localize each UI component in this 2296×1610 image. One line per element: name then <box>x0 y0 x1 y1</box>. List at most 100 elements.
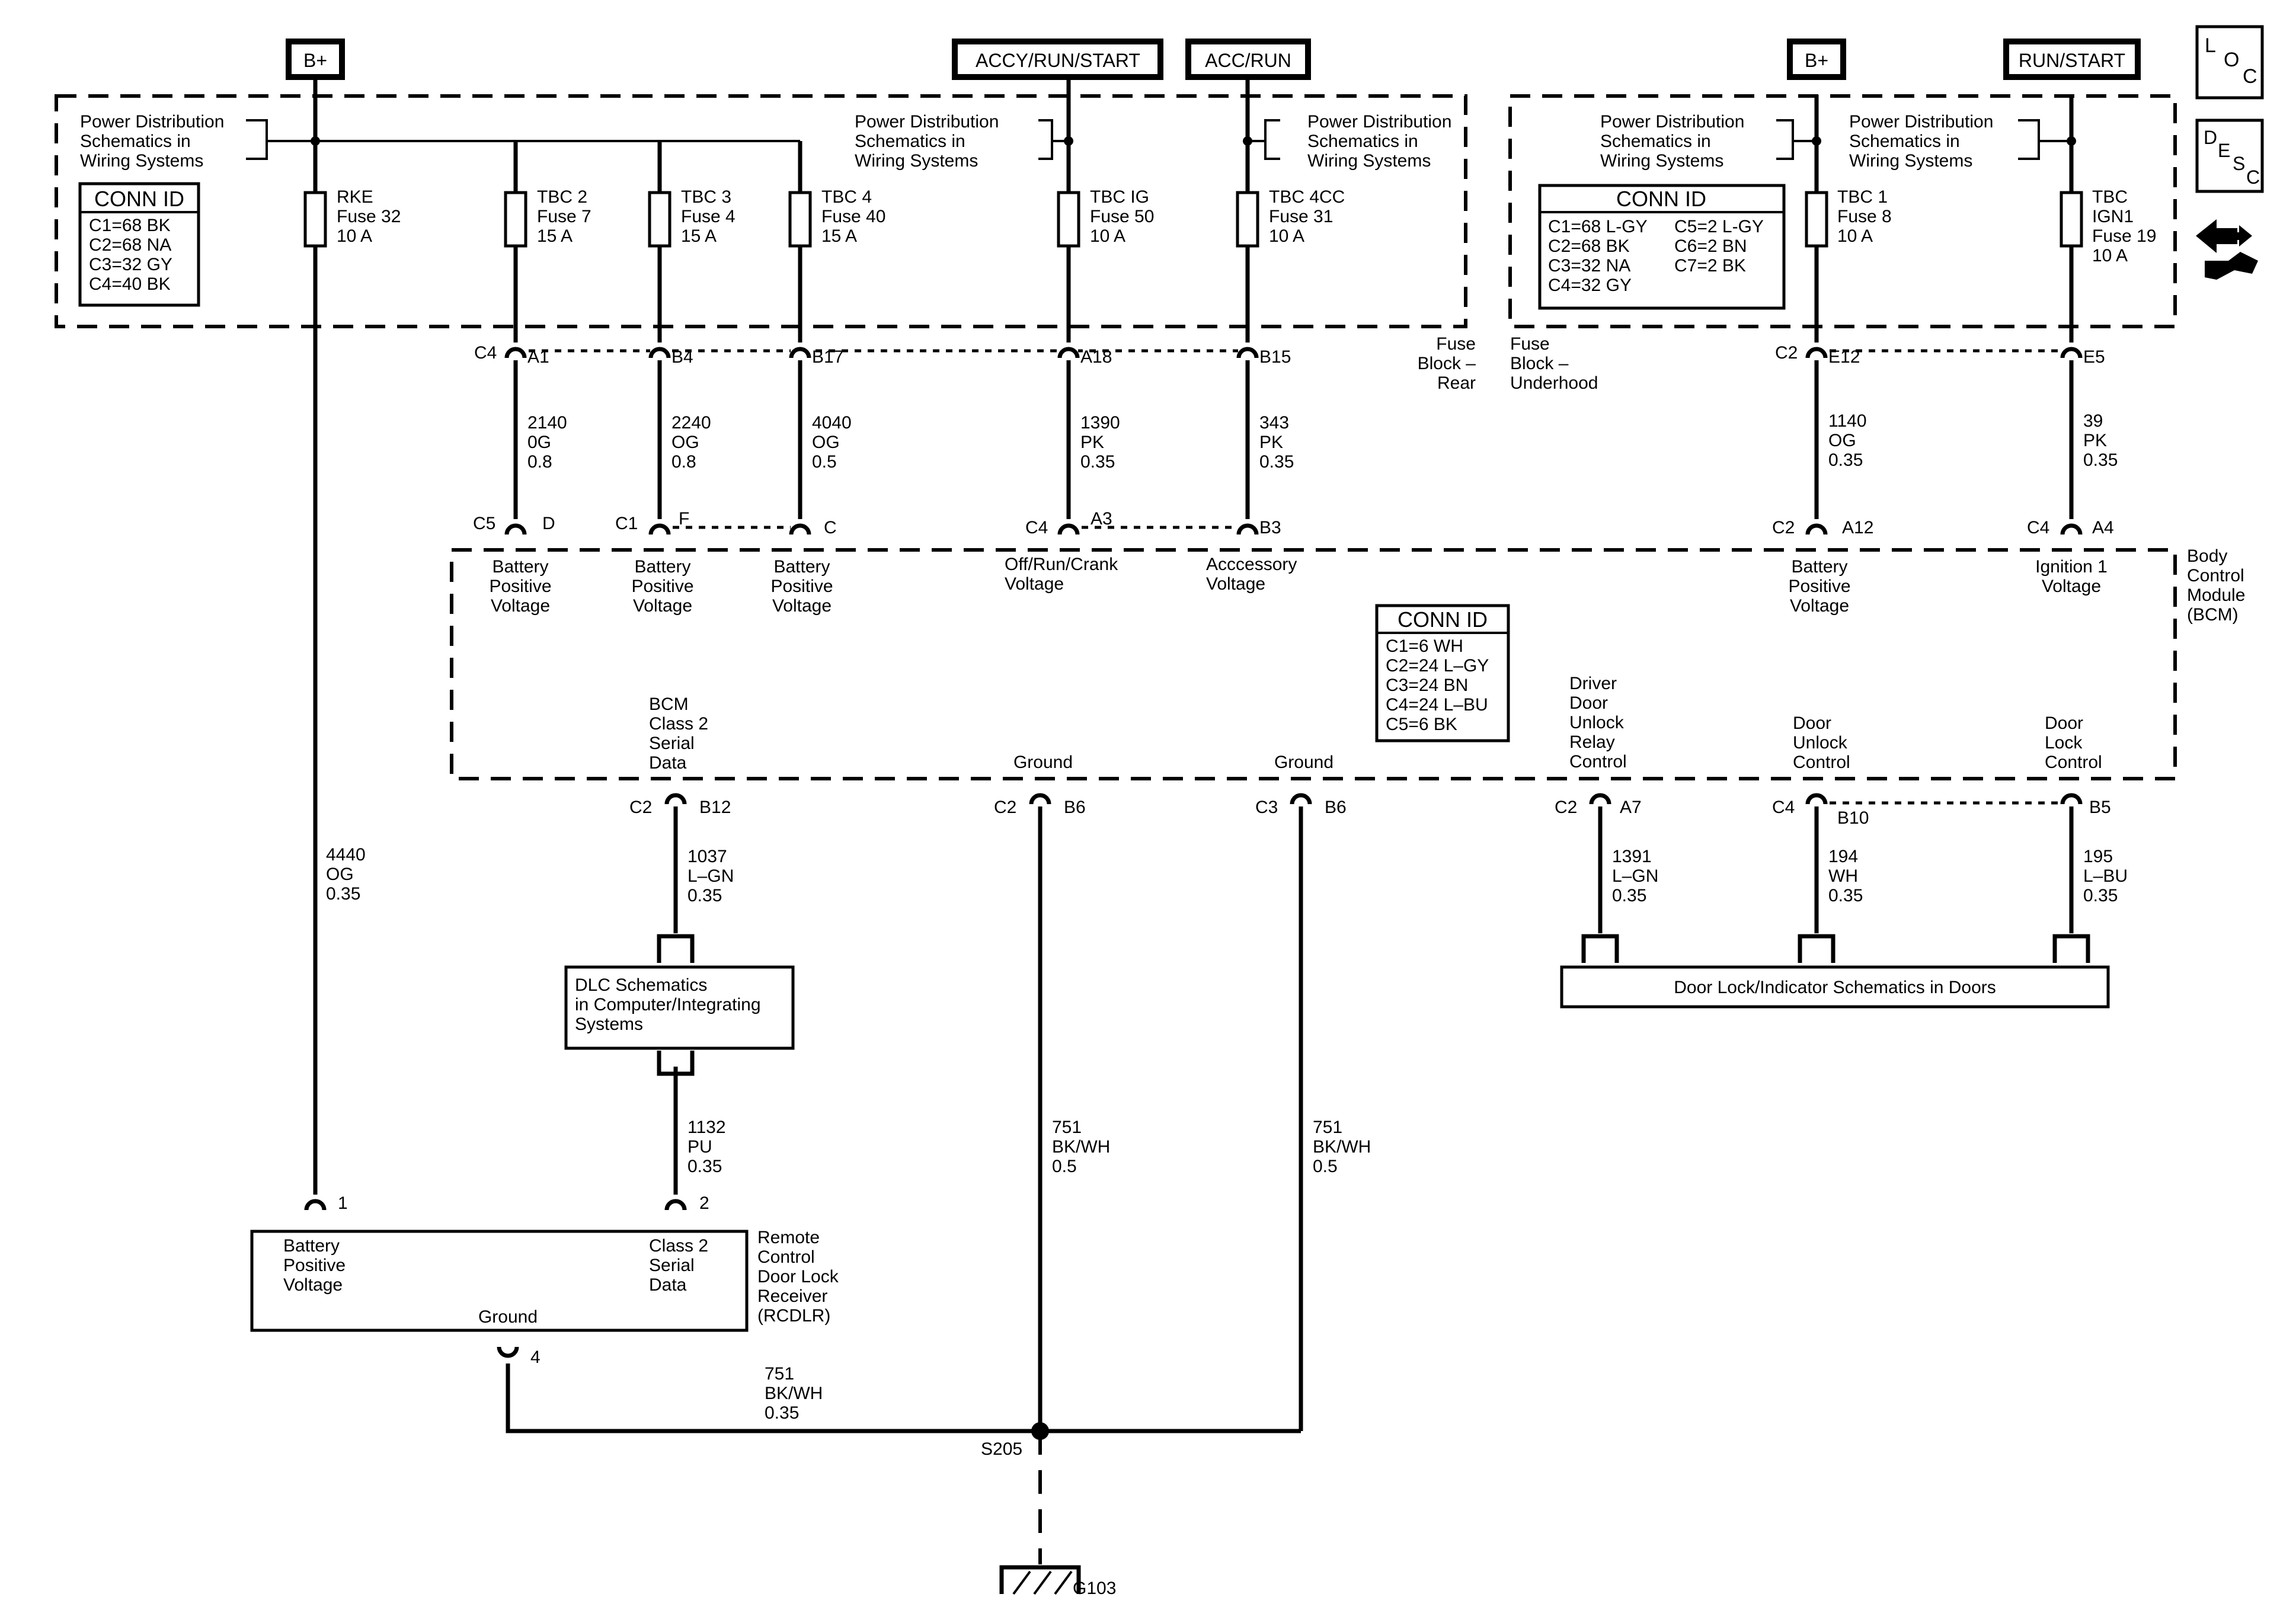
svg-text:Fuse 8: Fuse 8 <box>1837 207 1892 226</box>
svg-text:10 A: 10 A <box>337 226 372 246</box>
rcdlr-pin-2: 2 <box>699 1193 709 1213</box>
desc-icon[interactable]: D E S C <box>2195 119 2264 193</box>
connector-cup <box>664 793 687 805</box>
svg-text:C1=6 WH: C1=6 WH <box>1386 636 1463 656</box>
svg-text:C5=6 BK: C5=6 BK <box>1386 715 1457 734</box>
svg-text:Door Lock/Indicator Schematics: Door Lock/Indicator Schematics in Doors <box>1674 978 1996 997</box>
svg-text:B10: B10 <box>1837 808 1869 828</box>
svg-text:CONN ID: CONN ID <box>94 187 184 211</box>
svg-text:10 A: 10 A <box>1269 226 1304 246</box>
connector-cup <box>1057 347 1080 359</box>
svg-text:C3=32 NA: C3=32 NA <box>1548 256 1630 276</box>
svg-text:C1: C1 <box>615 514 638 533</box>
loc-icon[interactable]: L O C <box>2195 25 2264 100</box>
svg-text:RUN/START: RUN/START <box>2019 50 2125 71</box>
pin-b15: B15 <box>1259 347 1291 367</box>
bracket-195 <box>2052 934 2090 963</box>
bracket-dlc-bottom <box>657 1051 695 1076</box>
fuse-tbc-4cc: TBC 4CC Fuse 31 10 A <box>1236 187 1345 248</box>
svg-text:CONN ID: CONN ID <box>1616 187 1706 211</box>
svg-text:C4: C4 <box>2027 518 2049 537</box>
connector-cup <box>1589 793 1611 805</box>
fuse-rke: RKE Fuse 32 10 A <box>303 187 401 248</box>
svg-text:C4=24 L–BU: C4=24 L–BU <box>1386 695 1488 715</box>
bracket-dlc-top <box>657 934 695 963</box>
connector-cup <box>1236 523 1259 535</box>
svg-text:C2: C2 <box>1555 798 1577 817</box>
pin-e5: E5 <box>2083 347 2105 367</box>
ground-g103-label: G103 <box>1073 1579 1116 1598</box>
pin-e12: E12 <box>1828 347 1860 367</box>
rcdlr-pin-4: 4 <box>530 1347 541 1367</box>
bcm-boundary <box>450 548 2177 780</box>
svg-text:C4=32 GY: C4=32 GY <box>1548 276 1632 295</box>
svg-text:C5=2 L-GY: C5=2 L-GY <box>1674 217 1764 236</box>
wrench-diagnostic-icon[interactable] <box>2196 219 2258 280</box>
connector-cup <box>1057 523 1080 535</box>
svg-text:C: C <box>824 518 837 537</box>
svg-text:TBC 4: TBC 4 <box>821 187 872 207</box>
svg-text:C2: C2 <box>1772 518 1795 537</box>
svg-text:TBC 1: TBC 1 <box>1837 187 1888 207</box>
rcdlr-connectors <box>304 1195 687 1363</box>
connector-cup <box>504 523 527 535</box>
pin-a18: A18 <box>1080 347 1112 367</box>
tag-run-start: RUN/START <box>2003 39 2141 80</box>
svg-text:TBC IG: TBC IG <box>1090 187 1149 207</box>
svg-text:B12: B12 <box>699 798 731 817</box>
svg-text:B+: B+ <box>303 50 327 71</box>
connector-cup <box>648 347 671 359</box>
svg-text:15 A: 15 A <box>681 226 717 246</box>
svg-text:D: D <box>2204 127 2217 148</box>
conn-id-fuse-block-underhood: CONN ID C1=68 L-GY C2=68 BK C3=32 NA C4=… <box>1538 184 1786 310</box>
connector-cup <box>2060 347 2083 359</box>
bcm-bottom-connectors <box>664 789 2083 806</box>
svg-text:C4: C4 <box>1772 798 1795 817</box>
bcm-ground-2: Ground <box>1274 753 1334 772</box>
ground-g103-icon <box>999 1565 1081 1595</box>
svg-text:15 A: 15 A <box>821 226 857 246</box>
door-lock-schematics-ref[interactable]: Door Lock/Indicator Schematics in Doors <box>1560 965 2110 1009</box>
connector-cup <box>504 347 527 359</box>
fuse-block-underhood-boundary <box>1508 94 2177 328</box>
splice-s205-label: S205 <box>981 1439 1022 1459</box>
connector-cup <box>789 347 811 359</box>
svg-text:C1=68 L-GY: C1=68 L-GY <box>1548 217 1648 236</box>
svg-text:Fuse 7: Fuse 7 <box>537 207 591 226</box>
svg-text:C3=32 GY: C3=32 GY <box>89 255 172 274</box>
fuse-tbc-4: TBC 4 Fuse 40 15 A <box>788 187 885 248</box>
svg-text:C: C <box>2246 167 2260 188</box>
connector-cup <box>1805 793 1828 805</box>
svg-text:10 A: 10 A <box>1090 226 1125 246</box>
svg-text:Fuse 31: Fuse 31 <box>1269 207 1333 226</box>
connector-cup <box>664 1199 687 1211</box>
svg-text:F: F <box>679 509 689 529</box>
svg-text:B5: B5 <box>2089 798 2111 817</box>
svg-text:TBC 2: TBC 2 <box>537 187 587 207</box>
